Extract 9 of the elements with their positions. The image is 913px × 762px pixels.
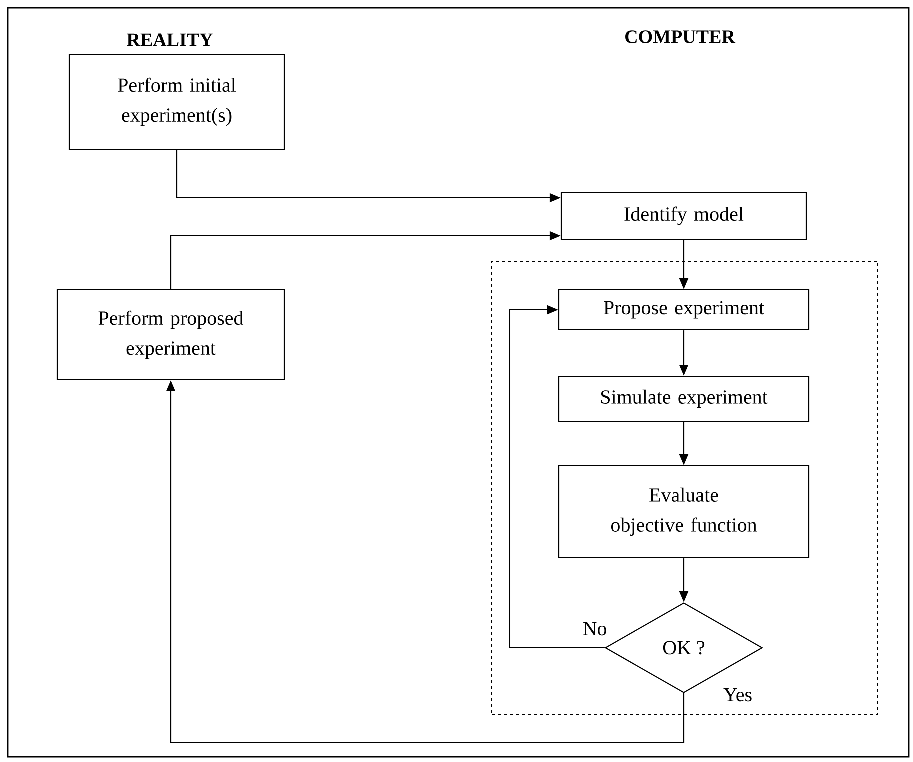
group-box (492, 261, 878, 715)
process-box: Simulate experiment (558, 376, 810, 422)
process-box: Perform proposed experiment (56, 289, 286, 381)
process-box: Evaluate objective function (558, 465, 810, 559)
arrow (509, 305, 605, 649)
process-box: Perform initial experiment(s) (68, 54, 286, 150)
column-heading: COMPUTER (626, 30, 736, 44)
process-box: Identify model (560, 192, 808, 240)
process-box: Propose experiment (558, 289, 810, 331)
